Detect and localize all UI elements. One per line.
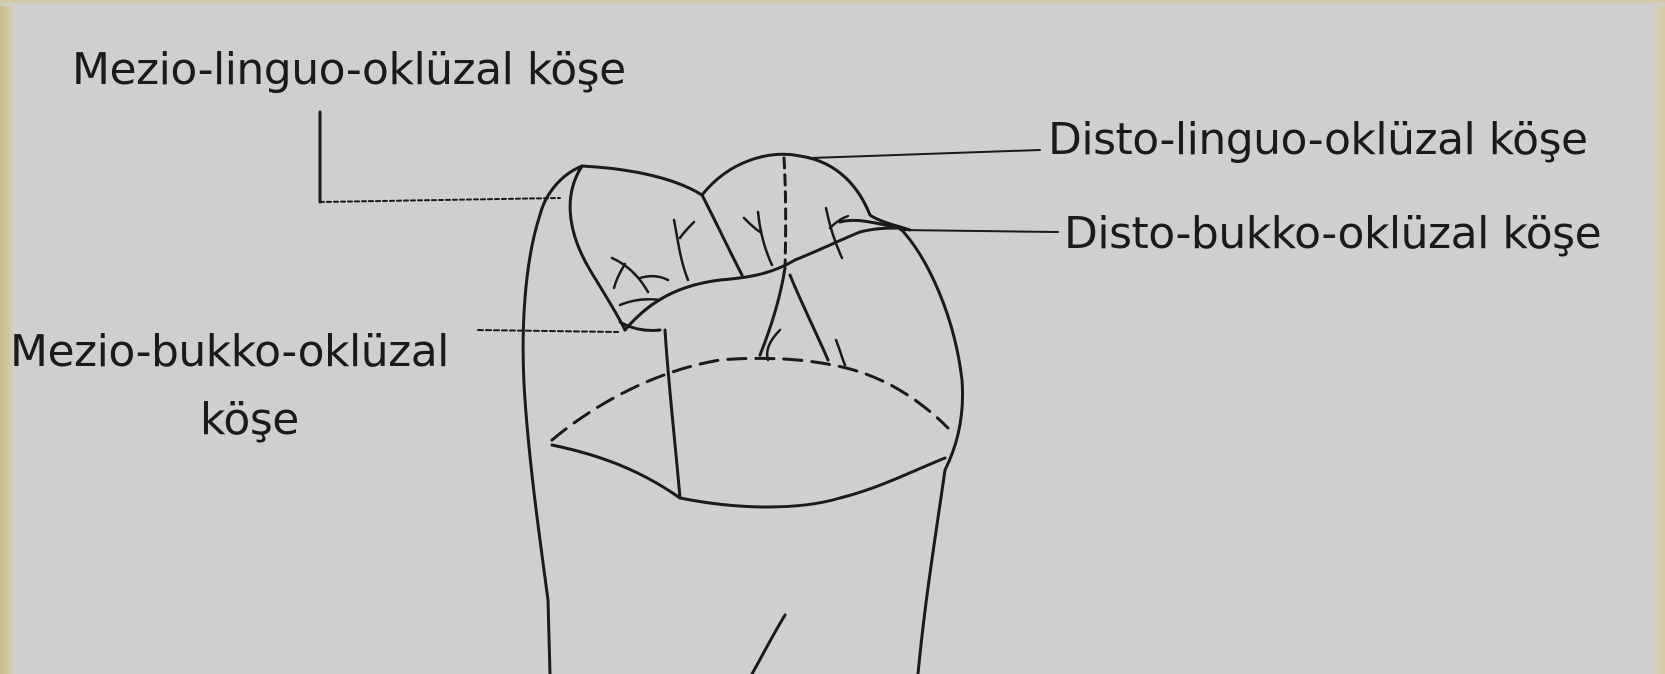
fissure-branch-2 — [612, 258, 668, 292]
fissure-branch-6 — [767, 330, 845, 365]
buccal-groove — [665, 330, 680, 498]
fissure-branch-1 — [674, 220, 694, 280]
mesial-cusp-ridge — [570, 166, 625, 330]
label-mezio-linguo-okluzal: Mezio-linguo-oklüzal köşe — [72, 48, 626, 92]
label-disto-bukko-okluzal: Disto-bukko-oklüzal köşe — [1064, 212, 1601, 256]
fossa-line — [760, 268, 785, 355]
leader-dlo — [810, 150, 1040, 158]
leader-mlo-horizontal — [320, 198, 560, 202]
cervical-line — [552, 445, 945, 507]
cervical-line-crown — [552, 358, 948, 440]
root-furcation — [752, 615, 785, 674]
label-mezio-bukko-okluzal-line1: Mezio-bukko-oklüzal — [10, 330, 449, 374]
buccal-occlusal-ridge — [625, 260, 795, 330]
cusp-ridge-lower — [790, 275, 828, 360]
label-mezio-bukko-okluzal-line2: köşe — [200, 398, 299, 442]
label-disto-linguo-okluzal: Disto-linguo-oklüzal köşe — [1048, 118, 1588, 162]
tooth-outline-right — [900, 228, 963, 674]
fissure-branch-3 — [744, 212, 772, 265]
leader-dbo — [900, 230, 1058, 232]
central-groove-vertical — [784, 158, 786, 268]
tooth-outline-left — [523, 166, 582, 674]
mesiolingual-inner-ridge — [702, 195, 742, 275]
leader-mbo — [478, 330, 618, 332]
fissure-branch-4 — [826, 208, 848, 258]
distal-ridge — [795, 228, 900, 260]
